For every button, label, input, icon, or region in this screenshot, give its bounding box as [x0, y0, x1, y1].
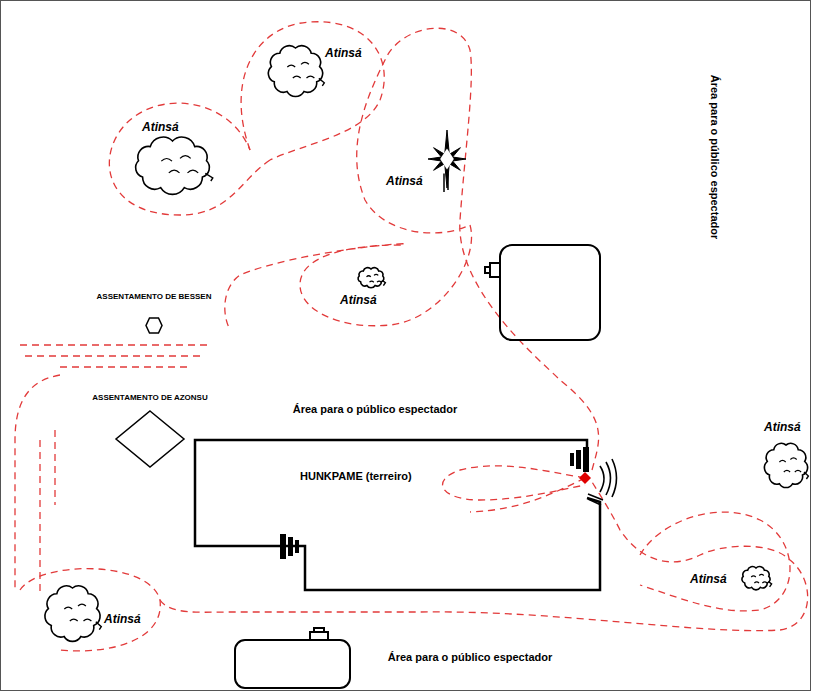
- spectator-stand: [485, 245, 600, 340]
- tree-texture: [64, 604, 91, 621]
- shrine-label: ASSENTAMENTO DE BESSEN: [97, 292, 212, 301]
- diamond-outline: [115, 410, 185, 468]
- tree-label: Atinsá: [104, 612, 141, 626]
- tree-symbol: [740, 565, 772, 595]
- tree-crown: [742, 567, 770, 590]
- area-label: Área para o público espectador: [709, 75, 721, 239]
- tree-label: Atinsá: [764, 420, 801, 434]
- tree-symbol: [356, 266, 386, 293]
- tree-crown: [45, 586, 100, 642]
- area-label: Área para o público espectador: [388, 651, 552, 663]
- tree-texture: [287, 62, 314, 78]
- tree-symbol: [268, 45, 323, 100]
- tree-crown: [358, 268, 384, 288]
- tree-symbol: [764, 442, 808, 492]
- tree-trunk: [768, 582, 771, 587]
- tree-crown: [136, 137, 210, 194]
- tree-symbol: [45, 585, 100, 645]
- entrance-arcs: [588, 459, 617, 505]
- tree-trunk: [205, 173, 213, 181]
- tree-trunk: [382, 281, 385, 286]
- sacred-tree: Atinsá: [764, 442, 808, 492]
- building-outline: [195, 440, 605, 590]
- procession-path: [15, 22, 808, 651]
- shrine-label: ASSENTAMENTO DE AZONSU: [92, 393, 207, 402]
- spiky-tree-core: [440, 149, 454, 170]
- hexagon-outline: [145, 317, 163, 334]
- tree-trunk: [319, 78, 325, 85]
- building-label: HUNKPAME (terreiro): [300, 470, 412, 482]
- tree-texture: [161, 156, 198, 173]
- tree-crown: [268, 46, 322, 97]
- tree-trunk: [444, 174, 448, 193]
- sacred-tree: Atinsá: [268, 45, 323, 100]
- sacred-tree: Atinsá: [740, 565, 772, 595]
- tree-crown: [764, 443, 807, 487]
- spiky-tree: [428, 130, 466, 188]
- tree-label: Atinsá: [386, 174, 423, 188]
- sacred-tree: Atinsá: [356, 266, 386, 293]
- shrine-diamond: ASSENTAMENTO DE AZONSU: [115, 410, 185, 468]
- entrance-mark: [579, 472, 591, 484]
- tree-symbol: [135, 138, 210, 196]
- sacred-tree: Atinsá: [428, 130, 466, 188]
- terreiro-building: HUNKPAME (terreiro): [195, 440, 605, 590]
- tree-texture: [367, 274, 382, 282]
- sacred-tree: Atinsá: [135, 138, 210, 196]
- shrine-hexagon: ASSENTAMENTO DE BESSEN: [145, 317, 163, 334]
- tree-symbol: [428, 130, 466, 188]
- tree-trunk: [804, 472, 808, 479]
- tree-label: Atinsá: [142, 120, 179, 134]
- tree-texture: [779, 458, 801, 472]
- tree-label: Atinsá: [340, 293, 377, 307]
- tree-texture: [751, 574, 767, 583]
- tree-trunk: [96, 622, 102, 630]
- spectator-stand: [235, 628, 350, 688]
- tree-label: Atinsá: [325, 46, 362, 60]
- area-label: Área para o público espectador: [293, 403, 457, 415]
- sacred-tree: Atinsá: [45, 585, 100, 645]
- tree-label: Atinsá: [690, 572, 727, 586]
